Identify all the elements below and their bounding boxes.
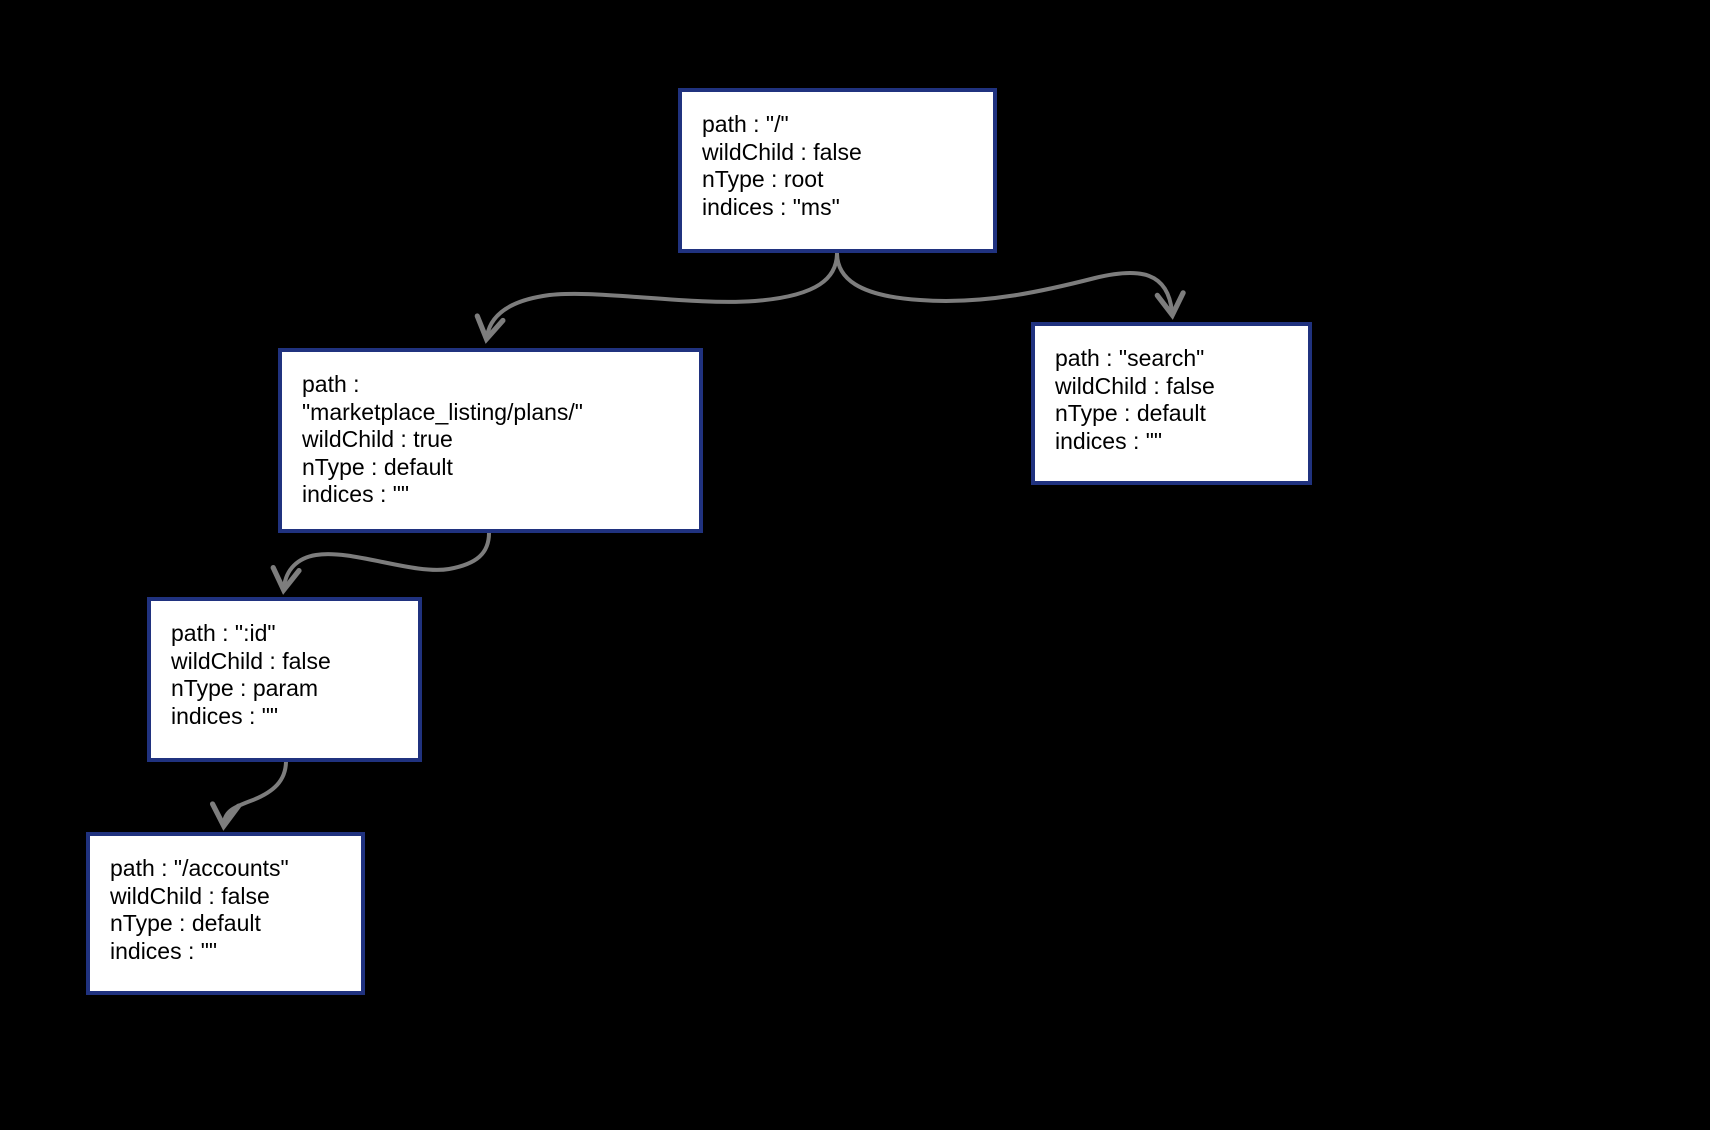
node-field-indices: indices : "" xyxy=(1055,427,1163,454)
node-field-wildchild: wildChild : false xyxy=(1055,372,1215,399)
node-field-indices: indices : "" xyxy=(110,937,218,964)
edge-root-to-marketplace xyxy=(474,251,839,344)
tree-node-id-param: path : ":id" wildChild : false nType : p… xyxy=(147,597,422,762)
node-field-path: path : "search" xyxy=(1055,345,1205,371)
tree-node-search: path : "search" wildChild : false nType … xyxy=(1031,322,1312,485)
node-field-ntype: nType : root xyxy=(702,166,824,192)
node-field-ntype: nType : default xyxy=(110,910,261,936)
node-field-path: path : ":id" xyxy=(171,620,276,646)
tree-node-accounts: path : "/accounts" wildChild : false nTy… xyxy=(86,832,365,995)
edge-marketplace-to-param xyxy=(270,531,491,595)
node-field-wildchild: wildChild : false xyxy=(171,647,331,674)
edge-param-to-accounts xyxy=(209,759,288,831)
node-field-path: path : "/accounts" xyxy=(110,855,289,881)
node-field-indices: indices : "ms" xyxy=(702,193,840,220)
node-field-ntype: nType : default xyxy=(1055,400,1206,426)
node-field-path: path : xyxy=(302,371,360,397)
node-field-indices: indices : "" xyxy=(302,481,410,507)
node-field-ntype: nType : param xyxy=(171,675,319,701)
node-field-wildchild: wildChild : false xyxy=(110,882,270,909)
node-field-indices: indices : "" xyxy=(171,702,279,729)
node-field-path-value: "marketplace_listing/plans/" xyxy=(302,398,583,425)
edge-root-to-search xyxy=(835,251,1186,320)
tree-node-root: path : "/" wildChild : false nType : roo… xyxy=(678,88,997,253)
node-field-ntype: nType : default xyxy=(302,453,453,480)
node-field-wildchild: wildChild : true xyxy=(302,426,453,452)
node-field-wildchild: wildChild : false xyxy=(702,138,862,165)
tree-node-marketplace-listing-plans: path : "marketplace_listing/plans/" wild… xyxy=(278,348,703,533)
node-field-path: path : "/" xyxy=(702,111,789,137)
